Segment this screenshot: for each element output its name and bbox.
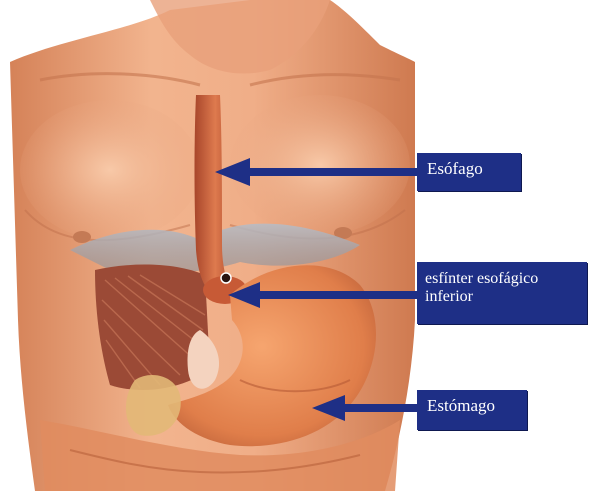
left-nipple [73,231,91,243]
label-estomago: Estómago [417,390,527,430]
label-esfinter-line2: inferior [425,288,579,306]
left-pectoral [20,100,200,240]
label-esfinter: esfínter esofágico inferior [417,262,587,324]
right-pectoral [230,95,410,235]
label-esofago: Esófago [417,153,521,191]
label-esofago-text: Esófago [427,159,483,178]
label-estomago-text: Estómago [427,396,495,415]
sphincter-opening [221,273,231,283]
label-esfinter-line1: esfínter esofágico [425,270,579,288]
